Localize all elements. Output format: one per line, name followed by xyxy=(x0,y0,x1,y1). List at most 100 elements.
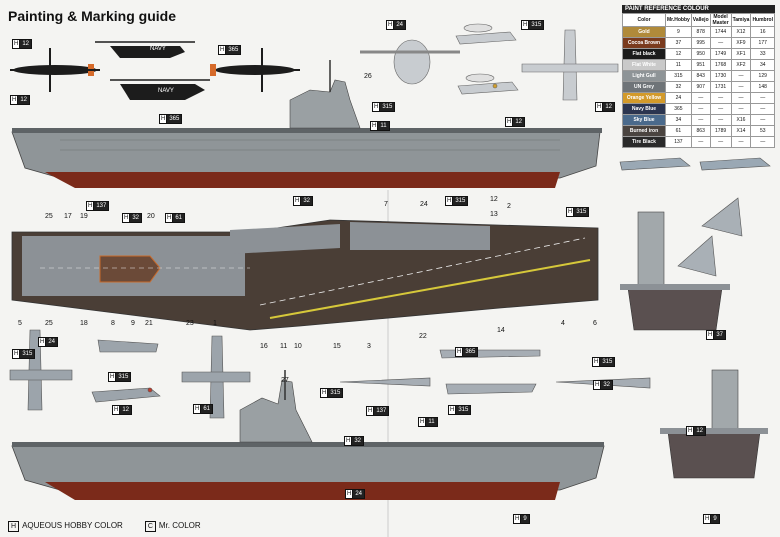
label-22: 22 xyxy=(419,333,427,340)
callout-symbol: H xyxy=(108,372,117,382)
paint-modelmaster: — xyxy=(709,136,732,148)
callout-symbol: H xyxy=(345,489,354,499)
carrier-side-profile-lower xyxy=(11,370,605,500)
label-1: 1 xyxy=(213,320,217,327)
paint-humbrol: — xyxy=(750,136,775,148)
helicopter-marking-lower: NAVY xyxy=(158,88,174,94)
label-16: 16 xyxy=(260,343,268,350)
callout-number: 365 xyxy=(463,347,479,357)
aircraft-skyraider-side-a xyxy=(97,339,159,353)
callout-symbol: H xyxy=(165,213,174,223)
helicopter-side-view-lower xyxy=(110,79,210,100)
callout-symbol: H xyxy=(593,380,602,390)
callout-symbol: H xyxy=(513,514,522,524)
callout-number: 32 xyxy=(352,436,365,446)
label-9: 9 xyxy=(131,320,135,327)
aircraft-e1-top xyxy=(521,29,619,101)
callout-symbol: H xyxy=(445,196,454,206)
aircraft-e1-side-upper xyxy=(455,23,517,45)
carrier-flight-deck xyxy=(11,219,599,331)
callout-number: 315 xyxy=(600,357,616,367)
label-14: 14 xyxy=(497,327,505,334)
page-title: Painting & Marking guide xyxy=(8,8,177,24)
aqueous-symbol: H xyxy=(8,521,20,532)
aqueous-label: AQUEOUS HOBBY COLOR xyxy=(22,521,123,530)
label-19: 19 xyxy=(80,213,88,220)
callout-number: 24 xyxy=(394,20,407,30)
label-17: 17 xyxy=(64,213,72,220)
callout-symbol: H xyxy=(448,405,457,415)
paint-color-name: Tire Black xyxy=(622,136,666,148)
label-25b: 25 xyxy=(45,320,53,327)
callout-number: 61 xyxy=(173,213,186,223)
carrier-front-view-lower xyxy=(660,369,768,479)
mrcolor-label: Mr. COLOR xyxy=(158,521,201,530)
carrier-side-profile-upper xyxy=(11,60,602,188)
callout-number: 315 xyxy=(529,20,545,30)
callout-number: 315 xyxy=(380,102,396,112)
callout-number: 12 xyxy=(694,426,707,436)
callout-number: 9 xyxy=(521,514,530,524)
aircraft-f8-side-b xyxy=(445,383,537,395)
callout-symbol: H xyxy=(505,117,514,127)
mrcolor-symbol: C xyxy=(144,521,156,532)
callout-number: 32 xyxy=(601,380,614,390)
label-21: 21 xyxy=(145,320,153,327)
callout-symbol: H xyxy=(218,45,227,55)
label-12: 12 xyxy=(490,196,498,203)
label-4: 4 xyxy=(561,320,565,327)
aircraft-e1-side-lower xyxy=(457,73,519,95)
callout-symbol: H xyxy=(706,330,715,340)
callout-symbol: H xyxy=(592,357,601,367)
callout-symbol: H xyxy=(10,95,19,105)
callout-number: 137 xyxy=(374,406,390,416)
callout-number: 12 xyxy=(513,117,526,127)
label-3: 3 xyxy=(367,343,371,350)
label-8: 8 xyxy=(111,320,115,327)
callout-number: 61 xyxy=(201,404,214,414)
aircraft-skyraider-side-b xyxy=(91,387,161,403)
aircraft-e1-front xyxy=(360,39,460,85)
aircraft-skyraider-top-b xyxy=(181,335,251,419)
callout-symbol: H xyxy=(122,213,131,223)
callout-symbol: H xyxy=(293,196,302,206)
paint-reference-table: PAINT REFERENCE COLOUR Color Mr.Hobby Va… xyxy=(622,5,775,148)
carrier-front-view-upper xyxy=(620,211,730,331)
label-18: 18 xyxy=(80,320,88,327)
helicopter-top-view-left xyxy=(10,48,100,92)
callout-symbol: H xyxy=(12,349,21,359)
aircraft-a4-top-b xyxy=(677,235,717,277)
callout-number: 12 xyxy=(18,95,31,105)
callout-number: 315 xyxy=(456,405,472,415)
callout-number: 32 xyxy=(301,196,314,206)
callout-symbol: H xyxy=(455,347,464,357)
callout-number: 315 xyxy=(574,207,590,217)
callout-symbol: H xyxy=(159,114,168,124)
